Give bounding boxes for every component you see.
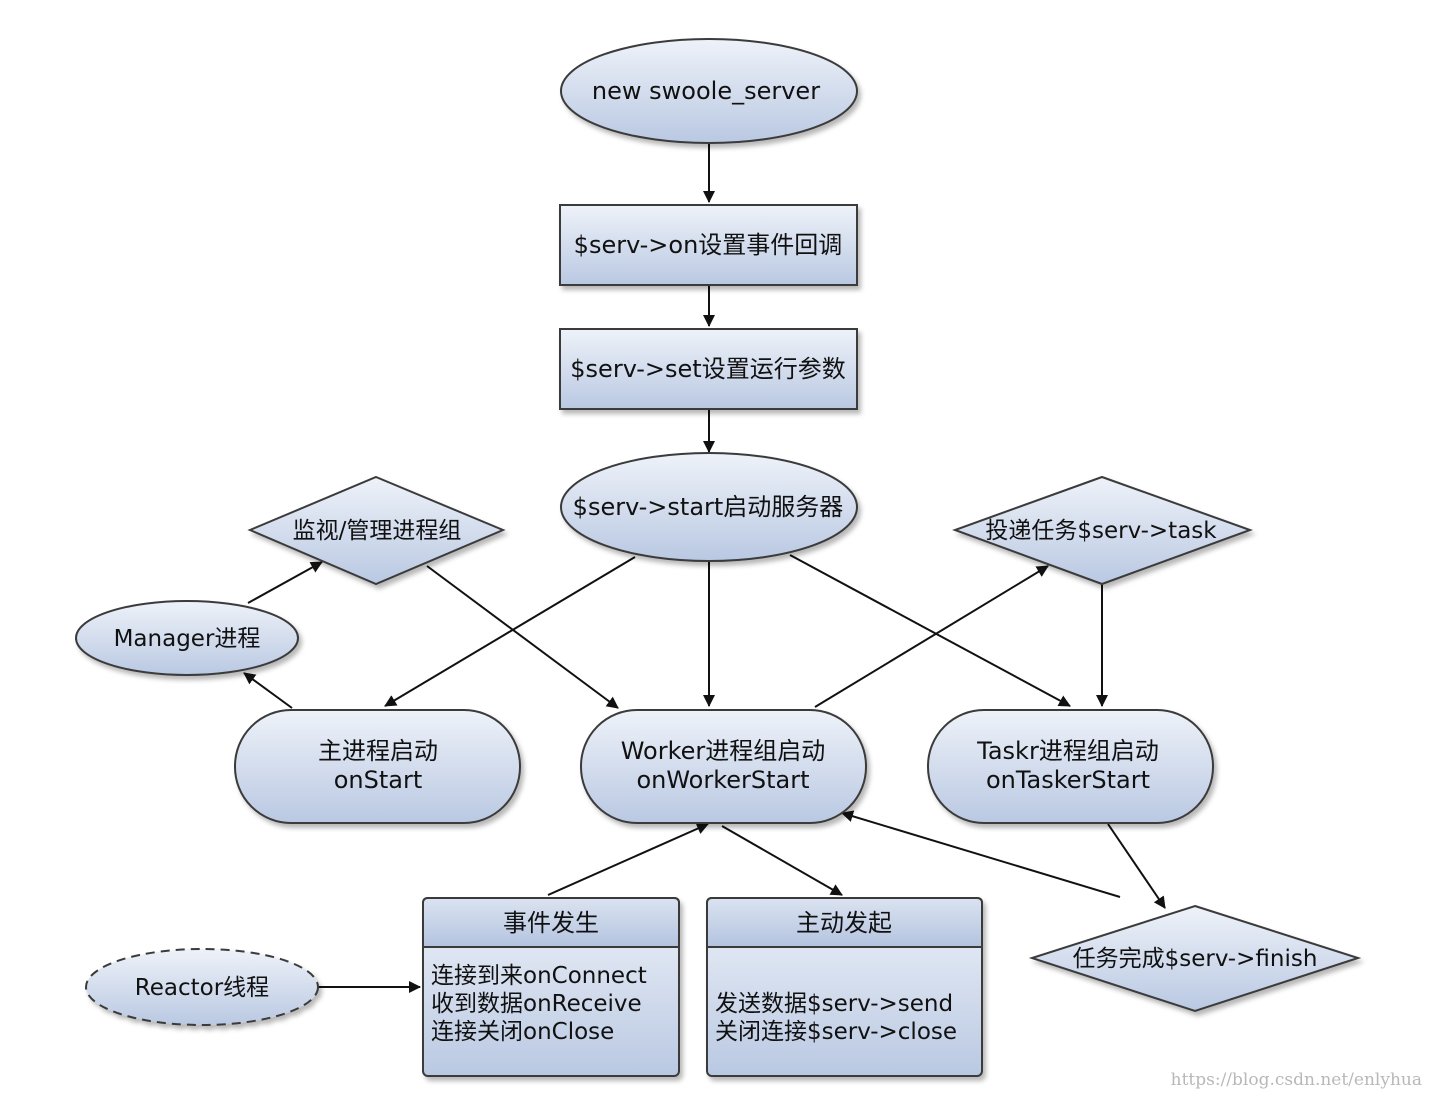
edge-start-to-tasker [789, 554, 1071, 707]
edge-tasker-to-finish [1107, 823, 1166, 909]
main-start-line1: 主进程启动 [318, 737, 438, 765]
watermark-text: https://blog.csdn.net/enlyhua [1171, 1070, 1422, 1090]
edge-events-to-worker [547, 822, 709, 896]
node-deliver-task: 投递任务$serv->task [952, 475, 1253, 586]
active-item-send: 发送数据$serv->send [715, 991, 953, 1017]
reactor-label: Reactor线程 [135, 975, 269, 1001]
task-finish-label: 任务完成$serv->finish [1073, 946, 1318, 972]
monitor-group-label: 监视/管理进程组 [293, 518, 462, 544]
new-server-label: new swoole_server [592, 77, 820, 105]
active-title: 主动发起 [796, 909, 892, 937]
node-reactor: Reactor线程 [85, 948, 319, 1026]
node-new-server: new swoole_server [560, 38, 858, 144]
events-item-receive: 收到数据onReceive [431, 991, 642, 1017]
worker-start-line1: Worker进程组启动 [621, 737, 826, 765]
edge-monitor-to-worker [426, 565, 619, 709]
node-monitor-group: 监视/管理进程组 [247, 475, 506, 586]
manager-label: Manager进程 [114, 626, 261, 652]
tasker-start-line2: onTaskerStart [986, 766, 1150, 794]
on-callbacks-label: $serv->on设置事件回调 [574, 231, 843, 259]
worker-start-line2: onWorkerStart [636, 766, 809, 794]
node-worker-start: Worker进程组启动 onWorkerStart [580, 709, 867, 824]
node-events: 事件发生 连接到来onConnect 收到数据onReceive 连接关闭onC… [422, 897, 680, 1077]
node-task-finish: 任务完成$serv->finish [1028, 904, 1362, 1013]
set-params-label: $serv->set设置运行参数 [570, 355, 845, 383]
edges [243, 143, 1166, 993]
node-set-params: $serv->set设置运行参数 [559, 328, 858, 410]
node-start-server: $serv->start启动服务器 [560, 452, 858, 562]
node-main-start: 主进程启动 onStart [234, 709, 521, 824]
node-on-callbacks: $serv->on设置事件回调 [559, 204, 858, 286]
main-start-line2: onStart [334, 766, 423, 794]
active-item-close: 关闭连接$serv->close [715, 1019, 957, 1045]
events-title: 事件发生 [503, 909, 599, 937]
node-tasker-start: Taskr进程组启动 onTaskerStart [927, 709, 1214, 824]
tasker-start-line1: Taskr进程组启动 [976, 737, 1159, 765]
edge-manager-to-monitor [247, 561, 323, 604]
edge-finish-to-worker [841, 810, 1121, 898]
events-item-close: 连接关闭onClose [431, 1019, 614, 1045]
events-item-connect: 连接到来onConnect [431, 963, 647, 989]
edge-worker-to-active [721, 825, 843, 896]
deliver-task-label: 投递任务$serv->task [985, 518, 1217, 544]
node-active: 主动发起 发送数据$serv->send 关闭连接$serv->close [706, 897, 983, 1077]
edge-start-to-main [384, 556, 636, 707]
edge-worker-to-task [814, 565, 1049, 708]
node-manager: Manager进程 [75, 600, 299, 676]
edge-main-to-manager [243, 672, 293, 709]
start-server-label: $serv->start启动服务器 [573, 493, 844, 521]
